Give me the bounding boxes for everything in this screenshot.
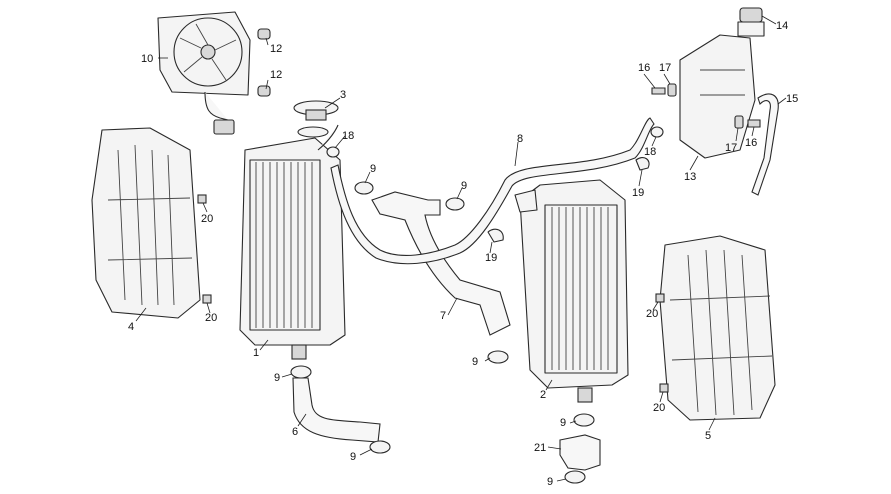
callout-21: 21 <box>534 442 546 454</box>
callout-19-right: 19 <box>632 187 644 199</box>
clip-19-center <box>487 228 504 243</box>
callout-20-c: 20 <box>646 308 658 320</box>
callout-20-a: 20 <box>201 213 213 225</box>
hose-clamp-9 <box>290 181 595 484</box>
clip-19-right <box>635 157 650 171</box>
left-radiator-shroud <box>91 127 201 319</box>
right-radiator-shroud <box>659 235 776 421</box>
callout-12-upper: 12 <box>270 43 282 55</box>
leader-lines <box>135 15 787 482</box>
clamp-18-left <box>326 146 340 158</box>
callout-16-lower: 16 <box>745 137 757 149</box>
callout-9-a: 9 <box>370 163 376 175</box>
connector-pipe <box>559 434 601 471</box>
callout-18-left: 18 <box>342 130 354 142</box>
callout-9-c: 9 <box>472 356 478 368</box>
bolt-16-lower <box>747 119 761 128</box>
callout-10: 10 <box>141 53 153 65</box>
bolt-20-d <box>659 383 669 393</box>
left-radiator <box>239 124 346 360</box>
callout-9-b: 9 <box>461 180 467 192</box>
bolt-20-b <box>202 294 212 304</box>
cooling-fan-assembly <box>157 11 251 135</box>
callout-9-g: 9 <box>547 476 553 488</box>
bolt-20-c <box>655 293 665 303</box>
plug-12-lower <box>257 85 271 97</box>
callout-13: 13 <box>684 171 696 183</box>
callout-18-right: 18 <box>644 146 656 158</box>
callout-3: 3 <box>340 89 346 101</box>
lower-hose-left <box>292 377 381 443</box>
callout-labels: 10 12 12 3 18 9 9 8 19 7 9 1 9 6 9 4 20 … <box>128 20 798 488</box>
callout-20-b: 20 <box>205 312 217 324</box>
callout-16-upper: 16 <box>638 62 650 74</box>
clamp-18-right <box>650 126 664 138</box>
callout-9-f: 9 <box>560 417 566 429</box>
plug-12-upper <box>257 28 271 40</box>
upper-hose-y <box>371 191 511 336</box>
callout-1: 1 <box>253 347 259 359</box>
callout-9-d: 9 <box>274 372 280 384</box>
callout-7: 7 <box>440 310 446 322</box>
callout-6: 6 <box>292 426 298 438</box>
radiator-cap <box>293 100 339 138</box>
right-radiator <box>514 179 629 403</box>
clip-17-upper <box>667 83 677 97</box>
overflow-hose <box>751 93 779 196</box>
callout-17-upper: 17 <box>659 62 671 74</box>
callout-4: 4 <box>128 321 134 333</box>
callout-5: 5 <box>705 430 711 442</box>
callout-20-d: 20 <box>653 402 665 414</box>
callout-9-e: 9 <box>350 451 356 463</box>
callout-2: 2 <box>540 389 546 401</box>
callout-12-lower: 12 <box>270 69 282 81</box>
bolt-20-a <box>197 194 207 204</box>
expansion-tank <box>679 7 765 159</box>
callout-8: 8 <box>517 133 523 145</box>
long-hose <box>330 117 655 265</box>
callout-14: 14 <box>776 20 788 32</box>
callout-15: 15 <box>786 93 798 105</box>
clip-17-lower <box>734 115 744 129</box>
callout-17-lower: 17 <box>725 142 737 154</box>
callout-19-center: 19 <box>485 252 497 264</box>
bolt-16-upper <box>651 87 666 95</box>
